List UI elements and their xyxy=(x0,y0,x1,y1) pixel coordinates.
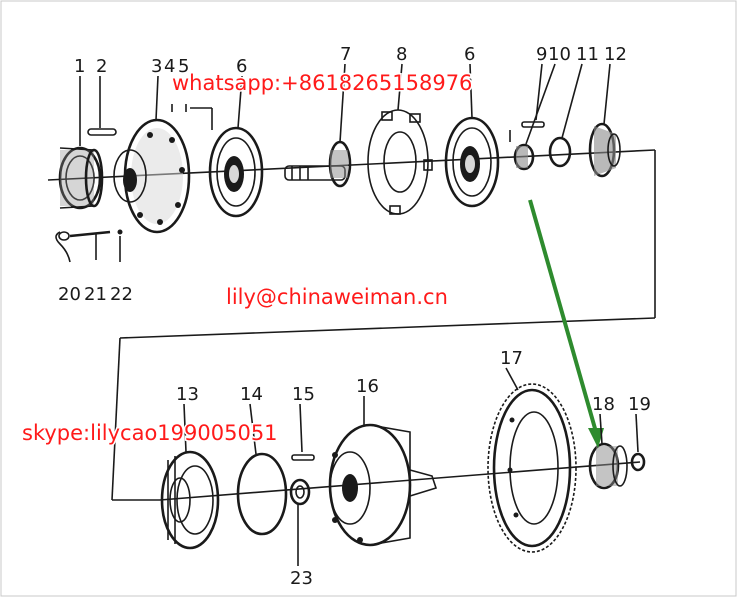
part-6-gear-plate-b xyxy=(444,116,500,208)
part-6-gear-plate-a xyxy=(208,126,264,218)
watermark-skype: skype:lilycao199005051 xyxy=(22,421,278,445)
label-part-9: 9 xyxy=(536,44,547,65)
part-23-washer xyxy=(289,478,311,506)
part-10-bushing xyxy=(513,143,535,171)
part-2-pin xyxy=(87,128,117,136)
watermarks: whatsapp:+8618265158976 lily@chinaweiman… xyxy=(21,70,474,447)
label-part-6b: 6 xyxy=(464,44,475,65)
label-part-3: 3 xyxy=(151,56,162,77)
part-13-drum xyxy=(160,450,220,550)
label-part-5: 5 xyxy=(178,56,189,77)
label-part-21: 21 xyxy=(84,284,107,305)
label-part-14: 14 xyxy=(240,384,263,405)
label-part-1: 1 xyxy=(74,56,85,77)
label-part-22: 22 xyxy=(110,284,133,305)
label-part-15: 15 xyxy=(292,384,315,405)
part-19-ring xyxy=(630,452,646,472)
part-18-bearing xyxy=(588,442,628,490)
label-part-19: 19 xyxy=(628,394,651,415)
label-part-23: 23 xyxy=(290,568,313,589)
part-15-pin xyxy=(291,454,315,461)
part-16-clutch-housing xyxy=(328,423,438,547)
part-3-pump-housing xyxy=(113,118,191,234)
label-part-11: 11 xyxy=(576,44,599,65)
part-12-gear xyxy=(588,122,621,178)
label-part-7: 7 xyxy=(340,44,351,65)
label-part-13: 13 xyxy=(176,384,199,405)
watermark-whatsapp: whatsapp:+8618265158976 xyxy=(172,71,472,95)
label-part-20: 20 xyxy=(58,284,81,305)
part-7-shaft xyxy=(284,140,352,188)
label-part-8: 8 xyxy=(396,44,407,65)
label-part-18: 18 xyxy=(592,394,615,415)
green-arrow xyxy=(528,199,604,448)
part-4-5-dowels xyxy=(171,104,213,130)
part-14-o-ring xyxy=(236,452,288,536)
part-20-21-22-fasteners xyxy=(55,229,123,263)
lower-axis xyxy=(159,461,641,501)
leader-lines xyxy=(79,63,639,566)
part-number-labels: 1 2 3 4 5 6 7 8 6 9 10 11 12 20 21 22 17… xyxy=(58,44,651,589)
watermark-email: lily@chinaweiman.cn xyxy=(226,285,448,309)
part-1-bearing xyxy=(58,146,104,210)
label-part-17: 17 xyxy=(500,348,523,369)
label-part-16: 16 xyxy=(356,376,379,397)
label-part-12: 12 xyxy=(604,44,627,65)
label-part-4: 4 xyxy=(164,56,175,77)
label-part-10: 10 xyxy=(548,44,571,65)
label-part-6a: 6 xyxy=(236,56,247,77)
part-11-snap-ring xyxy=(548,136,572,168)
part-17-ring-gear xyxy=(487,383,577,553)
label-part-2: 2 xyxy=(96,56,107,77)
